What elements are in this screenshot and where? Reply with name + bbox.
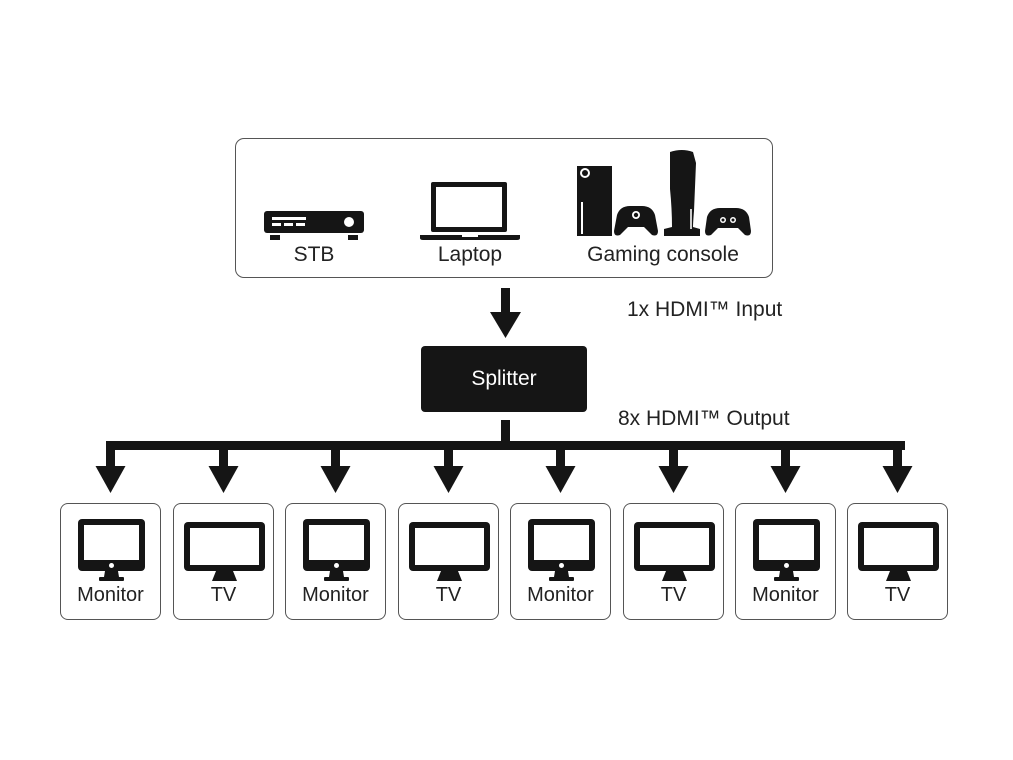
tv-icon: [634, 522, 715, 581]
drop-arrow-head: [433, 466, 464, 493]
tv-icon: [409, 522, 490, 581]
drop-arrow-head: [320, 466, 351, 493]
drop-arrow-shaft: [781, 441, 790, 468]
drop-arrow-shaft: [444, 441, 453, 468]
splitter-box: Splitter: [421, 346, 587, 412]
device-label: TV: [884, 584, 911, 606]
input-arrow-head: [490, 312, 521, 338]
monitor-icon: [303, 519, 370, 581]
laptop-icon: [420, 182, 520, 240]
drop-arrow-shaft: [893, 441, 902, 468]
splitter-stem: [501, 420, 510, 444]
splitter-label: Splitter: [471, 367, 537, 390]
set-top-box-icon: [264, 211, 364, 240]
device-label: TV: [435, 584, 462, 606]
drop-arrow-shaft: [556, 441, 565, 468]
drop-arrow-shaft: [331, 441, 340, 468]
drop-arrow-shaft: [106, 441, 115, 468]
output-device-tv: TV: [173, 503, 274, 620]
output-bus: [106, 441, 905, 450]
tv-icon: [858, 522, 939, 581]
monitor-icon: [753, 519, 820, 581]
device-label: Monitor: [302, 584, 369, 606]
output-device-monitor: Monitor: [285, 503, 386, 620]
source-label-laptop: Laptop: [437, 243, 503, 266]
device-label: Monitor: [752, 584, 819, 606]
tv-icon: [184, 522, 265, 581]
drop-arrow-shaft: [669, 441, 678, 468]
output-device-tv: TV: [847, 503, 948, 620]
input-arrow-shaft: [501, 288, 510, 314]
device-label: Monitor: [527, 584, 594, 606]
drop-arrow-head: [95, 466, 126, 493]
output-note: 8x HDMI™ Output: [618, 407, 790, 430]
source-label-gaming-console: Gaming console: [587, 243, 739, 266]
device-label: Monitor: [77, 584, 144, 606]
device-label: TV: [660, 584, 687, 606]
output-device-monitor: Monitor: [60, 503, 161, 620]
source-label-stb: STB: [293, 243, 335, 266]
output-device-tv: TV: [623, 503, 724, 620]
output-device-monitor: Monitor: [735, 503, 836, 620]
drop-arrow-head: [770, 466, 801, 493]
input-note: 1x HDMI™ Input: [627, 298, 783, 321]
device-label: TV: [210, 584, 237, 606]
source-devices-box: STB Laptop Gaming console: [235, 138, 773, 278]
output-device-tv: TV: [398, 503, 499, 620]
drop-arrow-head: [882, 466, 913, 493]
monitor-icon: [78, 519, 145, 581]
drop-arrow-head: [545, 466, 576, 493]
drop-arrow-shaft: [219, 441, 228, 468]
monitor-icon: [528, 519, 595, 581]
gaming-console-icon: [577, 150, 751, 236]
drop-arrow-head: [658, 466, 689, 493]
output-device-monitor: Monitor: [510, 503, 611, 620]
drop-arrow-head: [208, 466, 239, 493]
